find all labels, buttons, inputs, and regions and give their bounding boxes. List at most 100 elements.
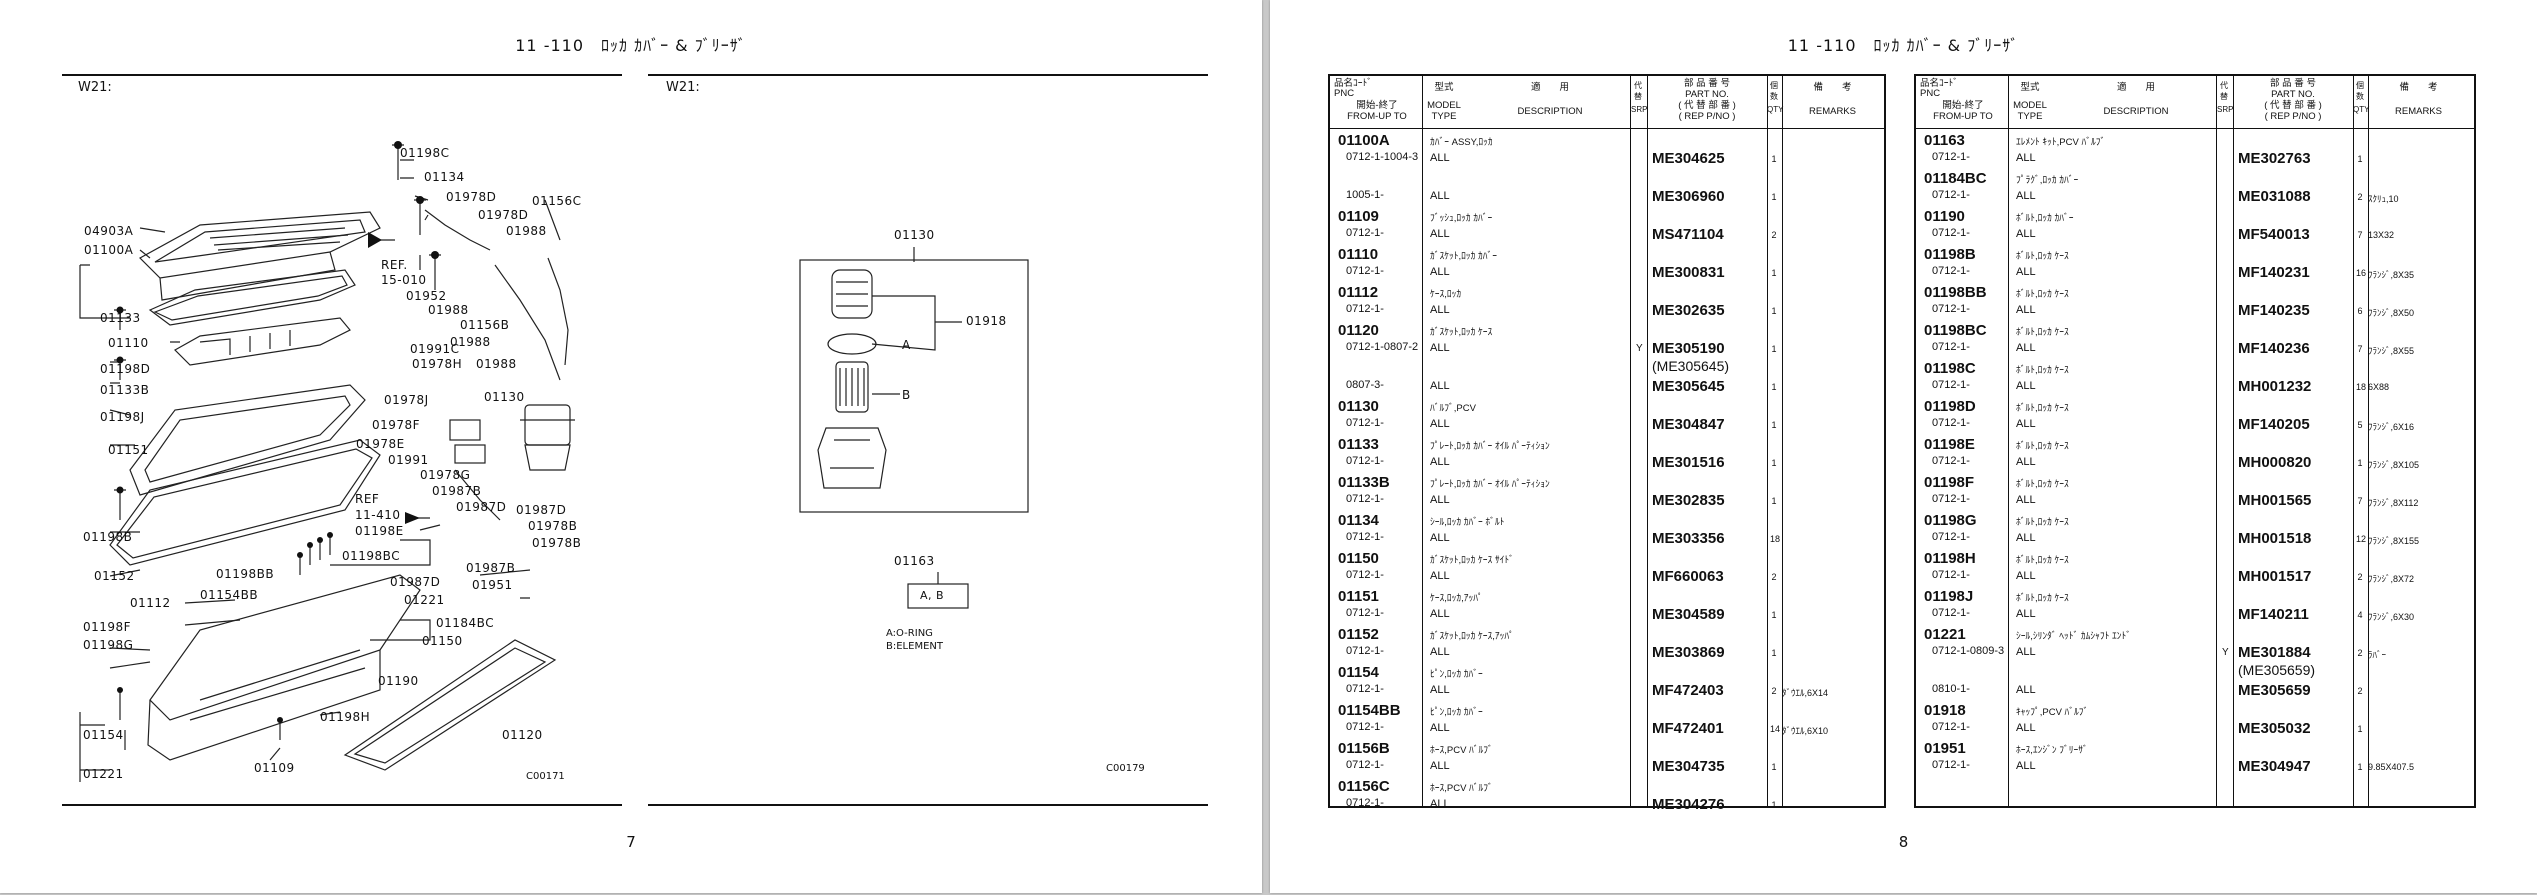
callout: 01978F <box>372 418 421 432</box>
column-header: FROM-UP TO <box>1347 111 1407 122</box>
column-header: ( REP P/NO ) <box>1678 111 1736 122</box>
callout: 01987D <box>456 500 507 514</box>
callout: 01198BB <box>216 567 275 581</box>
model-type: ALL <box>2016 532 2036 544</box>
callout: 01150 <box>422 634 463 648</box>
quantity: 1 <box>1771 648 1777 658</box>
model-type: ALL <box>2016 304 2036 316</box>
callout: 01978G <box>420 468 471 482</box>
part-description: ﾊﾞﾙﾌﾞ,PCV <box>1430 403 1476 414</box>
part-number: MF140211 <box>2238 606 2309 623</box>
part-description: ｹｰｽ,ﾛｯｶ <box>1430 289 1462 300</box>
remarks: ﾌﾗﾝｼﾞ,6X16 <box>2368 422 2415 432</box>
column-divider <box>1782 76 1783 806</box>
callout: 01133 <box>100 311 141 325</box>
quantity: 1 <box>1771 496 1777 506</box>
quantity: 1 <box>1771 420 1777 430</box>
model-type: ALL <box>2016 342 2036 354</box>
remarks: ｽｸﾘｭ,10 <box>2368 194 2399 204</box>
part-description: ﾎﾞﾙﾄ,ﾛｯｶ ｶﾊﾞｰ <box>2016 213 2074 224</box>
callout: 01978H <box>412 357 463 371</box>
pnc-code: 01198BB <box>1924 284 1987 301</box>
column-header: ( 代 替 部 番 ) <box>1678 100 1736 111</box>
callout: 01978D <box>478 208 529 222</box>
column-header: 開始-終了 <box>1942 100 1984 111</box>
column-header: REMARKS <box>2395 106 2442 117</box>
column-header: PART NO. <box>2271 89 2315 100</box>
ref-label: 11-410 <box>355 508 401 522</box>
pnc-code: 01198G <box>1924 512 1977 529</box>
quantity: 1 <box>2357 724 2363 734</box>
column-header: 部 品 番 号 <box>2270 78 2316 89</box>
serial-range: 0712-1- <box>1932 265 1970 277</box>
model-type: ALL <box>1430 418 1450 430</box>
serial-range: 0712-1- <box>1932 189 1970 201</box>
serial-range: 0712-1-0809-3 <box>1932 645 2005 657</box>
part-number: ME300831 <box>1652 264 1725 281</box>
model-type: ALL <box>2016 456 2036 468</box>
column-header: TYPE <box>1431 111 1457 122</box>
callout: 01988 <box>428 303 469 317</box>
column-header: 代替 <box>2220 81 2228 101</box>
pnc-code: 01133 <box>1338 436 1379 453</box>
part-number: MF540013 <box>2238 226 2310 243</box>
model-type: ALL <box>1430 380 1450 392</box>
model-type: ALL <box>1430 722 1450 734</box>
column-header: 適 用 <box>1530 82 1569 93</box>
model-type: ALL <box>1430 684 1450 696</box>
remarks: ﾗﾊﾞｰ <box>2368 650 2387 660</box>
serial-range: 0712-1- <box>1932 607 1970 619</box>
callout: 01978B <box>532 536 582 550</box>
serial-range: 0712-1- <box>1932 303 1970 315</box>
quantity: 4 <box>2357 610 2363 620</box>
column-header: SRP <box>2217 105 2234 114</box>
quantity: 2 <box>1771 230 1777 240</box>
quantity: 2 <box>2357 192 2363 202</box>
pnc-code: 01198BC <box>1924 322 1987 339</box>
callout: 01156C <box>532 194 582 208</box>
pnc-code: 01163 <box>1924 132 1965 149</box>
callout: 01163 <box>894 554 935 568</box>
column-header: SRP <box>1631 105 1648 114</box>
remarks: ﾀﾞｳｴﾙ,6X14 <box>1782 688 1829 698</box>
part-description: ｹｰｽ,ﾛｯｶ,ｱｯﾊﾟ <box>1430 593 1483 604</box>
exploded-diagram <box>79 141 1029 782</box>
part-description: ｶﾞｽｹｯﾄ,ﾛｯｶ ｹｰｽ <box>1430 327 1493 338</box>
model-type: ALL <box>2016 380 2036 392</box>
callout: B <box>902 388 911 402</box>
callout: A <box>902 338 911 352</box>
part-number: ME302763 <box>2238 150 2311 167</box>
part-description: ｼｰﾙ,ｼﾘﾝﾀﾞ ﾍｯﾄﾞ ｶﾑｼｬﾌﾄ ｴﾝﾄﾞ <box>2016 631 2132 642</box>
model-type: ALL <box>1430 152 1450 164</box>
catalog-page-7: 11 -110 ﾛｯｶ ｶﾊﾞｰ & ﾌﾞﾘｰｻﾞ W21: W21: <box>0 0 1262 893</box>
column-divider <box>2353 76 2354 806</box>
pnc-code: 01130 <box>1338 398 1379 415</box>
callout: 01221 <box>83 767 124 781</box>
pnc-code: 01112 <box>1338 284 1379 301</box>
part-description: ﾎｰｽ,ｴﾝｼﾞﾝ ﾌﾞﾘｰｻﾞ <box>2016 745 2088 756</box>
callout: 01134 <box>424 170 465 184</box>
remarks: ﾌﾗﾝｼﾞ,8X35 <box>2368 270 2415 280</box>
model-type: ALL <box>1430 760 1450 772</box>
model-type: ALL <box>1430 798 1450 810</box>
callout: 01133B <box>100 383 150 397</box>
part-number: ME304276 <box>1652 796 1725 813</box>
part-description: ﾎﾞﾙﾄ,ﾛｯｶ ｹｰｽ <box>2016 365 2069 376</box>
column-header: 品名ｺｰﾄﾞ <box>1920 78 1959 89</box>
model-type: ALL <box>1430 266 1450 278</box>
column-header: 品名ｺｰﾄﾞ <box>1334 78 1373 89</box>
quantity: 1 <box>1771 344 1777 354</box>
part-description: ﾌﾟﾚｰﾄ,ﾛｯｶ ｶﾊﾞｰ ｵｲﾙ ﾊﾟｰﾃｨｼｮﾝ <box>1430 479 1550 490</box>
callout: 01130 <box>894 228 935 242</box>
page-number: 8 <box>1898 833 1909 851</box>
model-type: ALL <box>2016 266 2036 278</box>
